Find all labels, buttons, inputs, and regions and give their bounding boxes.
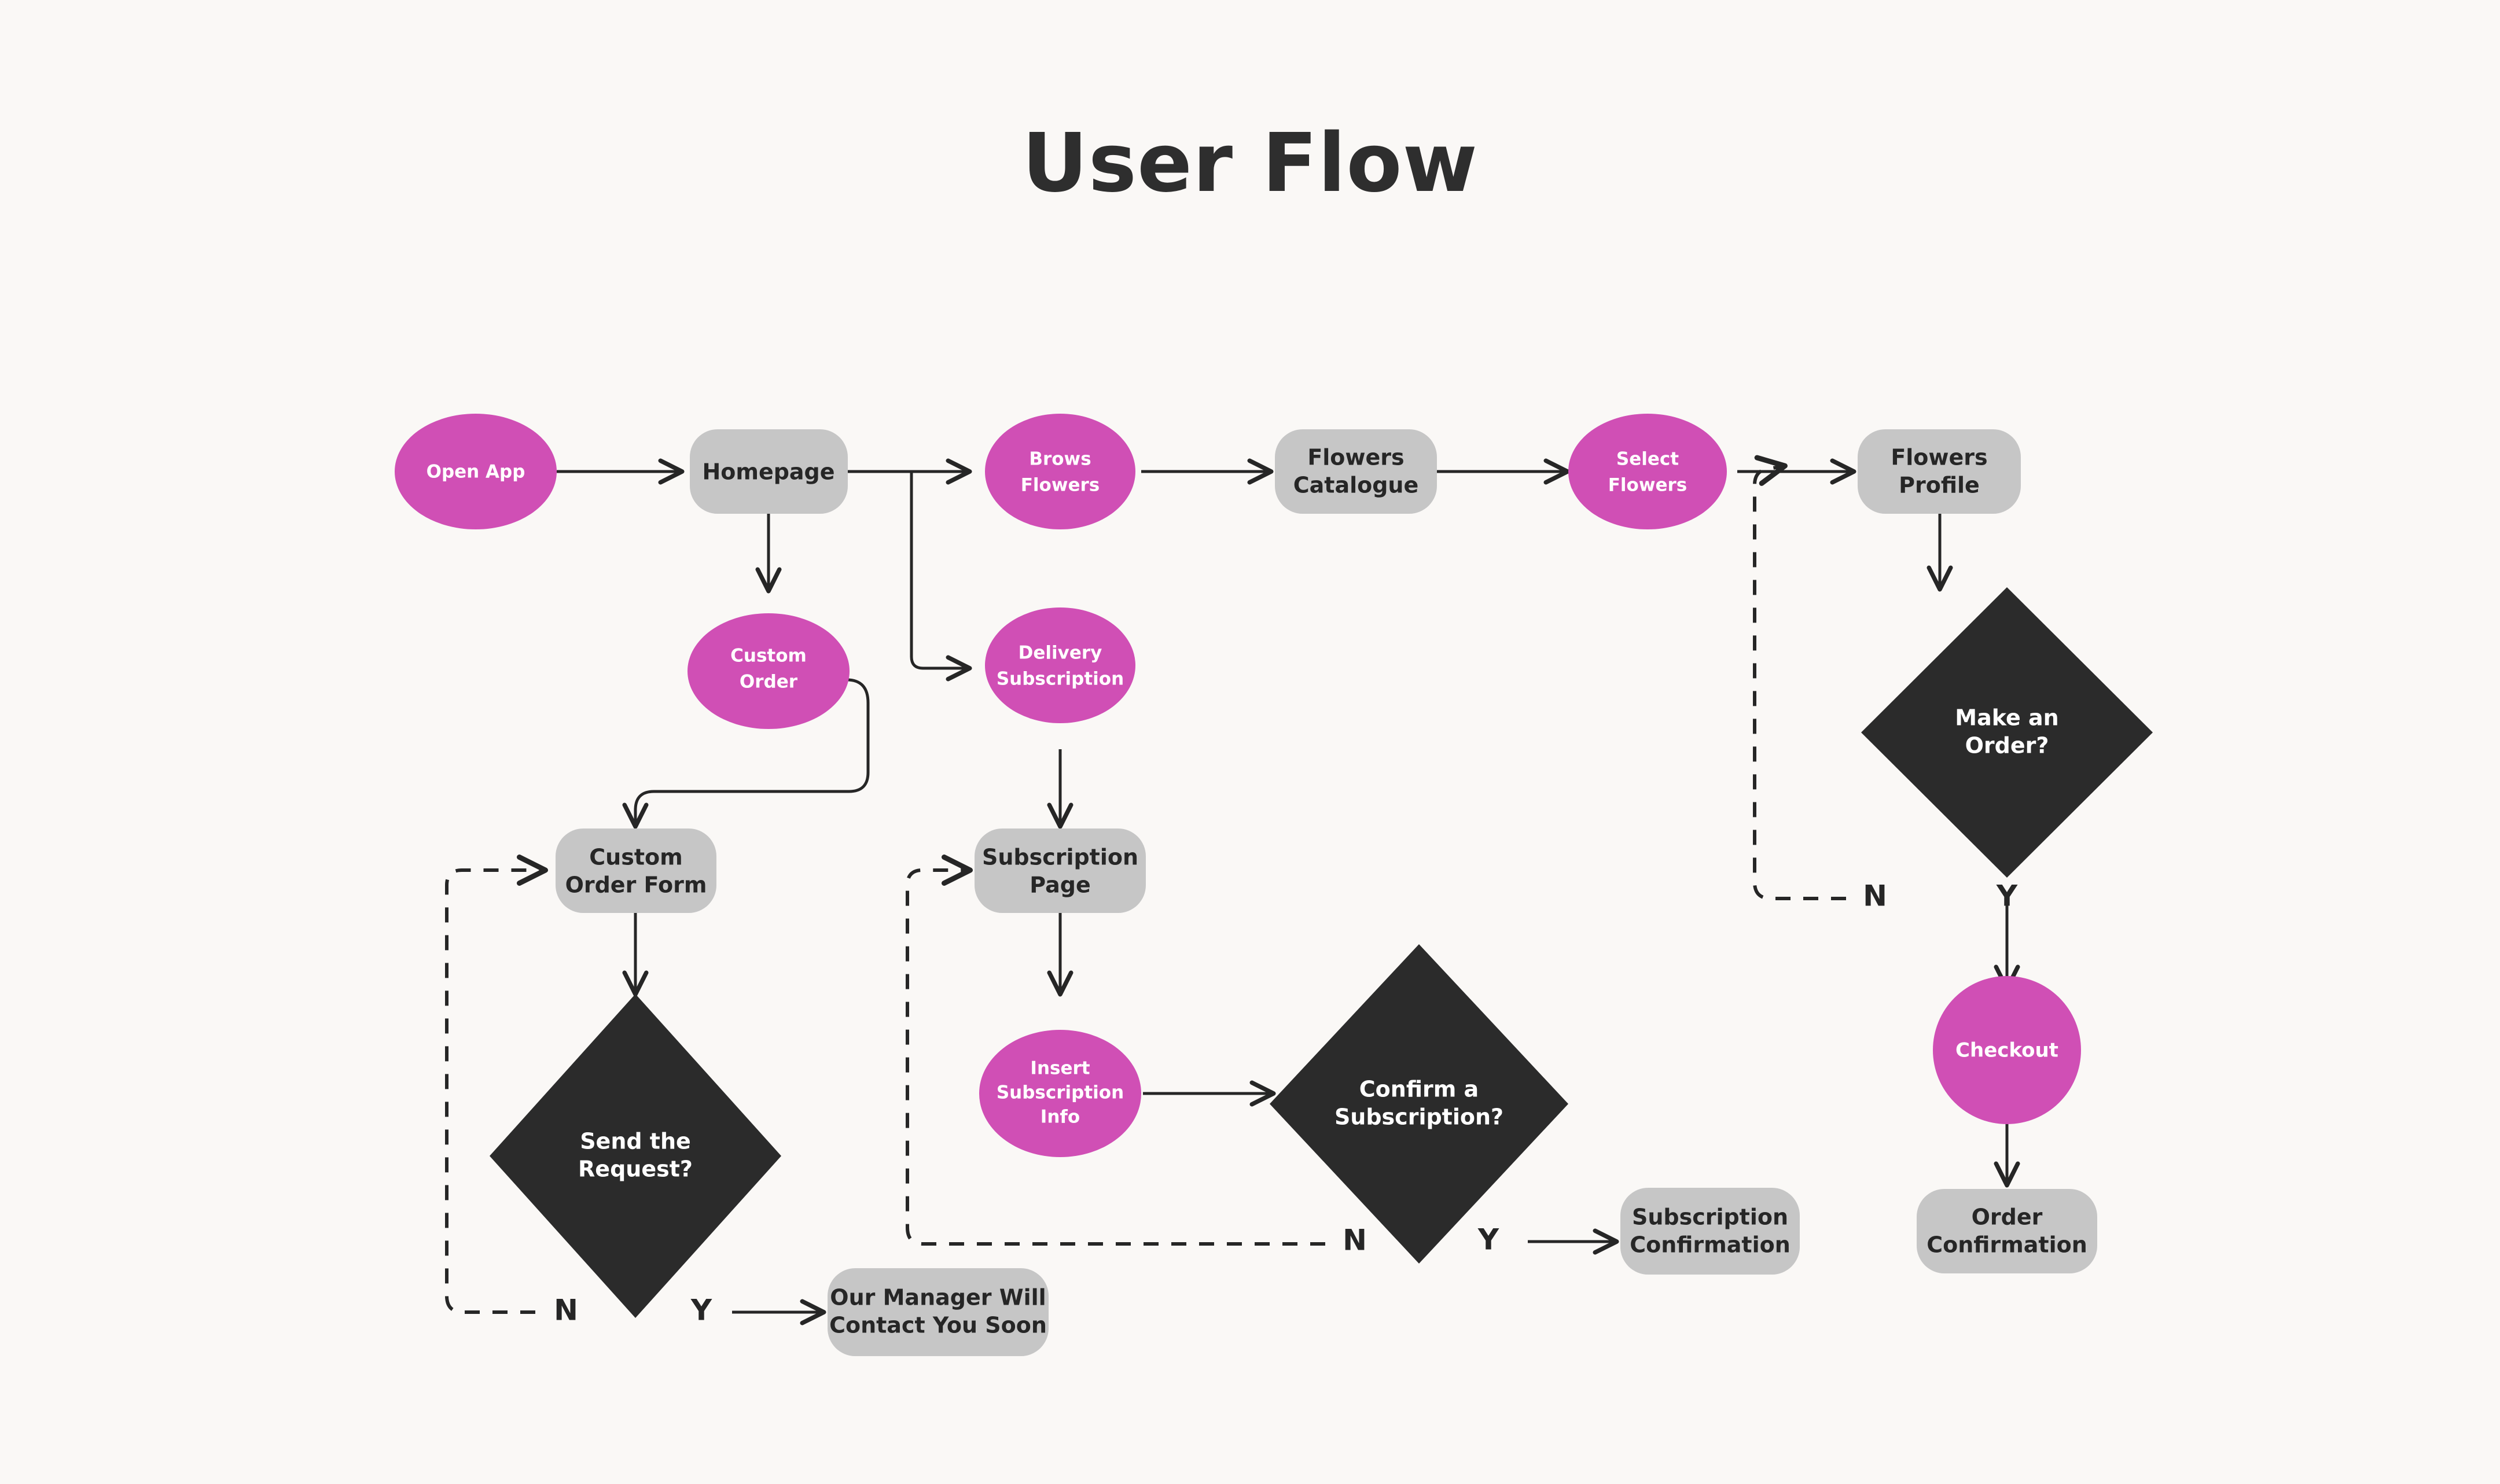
custom-order-form-shape[interactable] (556, 828, 716, 913)
edge-homepage-to-delivery-subscription (910, 472, 972, 682)
order-confirmation-label-line2: Confirmation (1927, 1232, 2087, 1258)
node-checkout[interactable]: Checkout (1933, 976, 2081, 1124)
node-flowers-catalogue[interactable]: Flowers Catalogue (1275, 429, 1437, 514)
confirm-a-subscription-label-line1: Confirm a (1359, 1077, 1479, 1102)
node-custom-order-form[interactable]: Custom Order Form (556, 828, 716, 913)
flowers-catalogue-label-line1: Flowers (1307, 445, 1404, 470)
custom-order-form-label-line1: Custom (589, 845, 682, 870)
flowers-profile-shape[interactable] (1858, 429, 2021, 514)
node-manager-contact[interactable]: Our Manager Will Contact You Soon (828, 1268, 1049, 1356)
node-flowers-profile[interactable]: Flowers Profile (1858, 429, 2021, 514)
send-the-request-shape[interactable] (490, 994, 781, 1318)
node-custom-order[interactable]: Custom Order (688, 613, 850, 729)
node-make-an-order[interactable]: Make an Order? (1861, 587, 2153, 878)
node-send-the-request[interactable]: Send the Request? (490, 994, 781, 1318)
order-confirmation-label-line1: Order (1972, 1205, 2043, 1230)
checkout-shape[interactable] (1933, 976, 2081, 1124)
brows-flowers-label-line2: Flowers (1021, 475, 1100, 496)
subscription-page-shape[interactable] (975, 828, 1146, 913)
node-order-confirmation[interactable]: Order Confirmation (1917, 1189, 2097, 1273)
open-app-shape[interactable] (395, 414, 557, 529)
make-an-order-shape[interactable] (1861, 587, 2153, 878)
checkout-label: Checkout (1955, 1039, 2058, 1062)
order-confirmation-shape[interactable] (1917, 1189, 2097, 1273)
node-brows-flowers[interactable]: Brows Flowers (985, 414, 1135, 529)
branch-label-make-an-order-no: N (1863, 879, 1887, 913)
node-insert-subscription-info[interactable]: Insert Subscription Info (979, 1030, 1141, 1157)
confirm-a-subscription-shape[interactable] (1270, 944, 1568, 1264)
custom-order-form-label-line2: Order Form (565, 872, 707, 898)
homepage-label: Homepage (702, 459, 834, 485)
subscription-confirmation-shape[interactable] (1620, 1188, 1800, 1275)
brows-flowers-shape[interactable] (985, 414, 1135, 529)
insert-subscription-info-shape[interactable] (979, 1030, 1141, 1157)
manager-contact-label-line1: Our Manager Will (830, 1285, 1046, 1310)
homepage-shape[interactable] (690, 429, 848, 514)
send-the-request-label-line2: Request? (578, 1157, 693, 1182)
select-flowers-label-line2: Flowers (1608, 475, 1688, 496)
node-open-app[interactable]: Open App (395, 414, 557, 529)
select-flowers-shape[interactable] (1568, 414, 1727, 529)
manager-contact-shape[interactable] (828, 1268, 1049, 1356)
open-app-label: Open App (427, 462, 525, 483)
node-confirm-a-subscription[interactable]: Confirm a Subscription? (1270, 944, 1568, 1264)
make-an-order-label-line2: Order? (1965, 733, 2049, 758)
subscription-confirmation-label-line2: Confirmation (1630, 1232, 1791, 1258)
brows-flowers-label-line1: Brows (1029, 449, 1091, 470)
insert-subscription-info-label-line1: Insert (1030, 1058, 1090, 1079)
branch-label-make-an-order-yes: Y (1996, 879, 2018, 913)
node-subscription-page[interactable]: Subscription Page (975, 828, 1146, 913)
delivery-subscription-label-line1: Delivery (1019, 643, 1102, 664)
subscription-page-label-line2: Page (1030, 872, 1090, 898)
insert-subscription-info-label-line3: Info (1041, 1107, 1080, 1128)
branch-label-send-the-request-yes: Y (690, 1294, 712, 1327)
edge-confirm-a-subscription-no-to-subscription-page (906, 855, 1325, 1246)
subscription-confirmation-label-line1: Subscription (1632, 1205, 1788, 1230)
manager-contact-label-line2: Contact You Soon (829, 1313, 1047, 1338)
node-subscription-confirmation[interactable]: Subscription Confirmation (1620, 1188, 1800, 1275)
subscription-page-label-line1: Subscription (982, 845, 1138, 870)
branch-label-confirm-a-subscription-yes: Y (1477, 1223, 1499, 1257)
flowers-catalogue-shape[interactable] (1275, 429, 1437, 514)
branch-label-layer: N Y N Y N Y (554, 879, 2018, 1327)
custom-order-label-line2: Order (740, 672, 798, 693)
branch-label-send-the-request-no: N (554, 1294, 578, 1327)
flowers-profile-label-line2: Profile (1899, 473, 1980, 498)
delivery-subscription-label-line2: Subscription (997, 669, 1124, 690)
custom-order-label-line1: Custom (730, 646, 807, 666)
flowers-catalogue-label-line2: Catalogue (1293, 473, 1419, 498)
node-select-flowers[interactable]: Select Flowers (1568, 414, 1727, 529)
make-an-order-label-line1: Make an (1955, 705, 2058, 731)
branch-label-confirm-a-subscription-no: N (1343, 1224, 1367, 1257)
custom-order-shape[interactable] (688, 613, 850, 729)
confirm-a-subscription-label-line2: Subscription? (1334, 1104, 1503, 1130)
page-title: User Flow (1022, 116, 1478, 211)
node-homepage[interactable]: Homepage (690, 429, 848, 514)
flowers-profile-label-line1: Flowers (1891, 445, 1987, 470)
edge-layer (445, 455, 2020, 1325)
delivery-subscription-shape[interactable] (985, 607, 1135, 723)
send-the-request-label-line1: Send the (580, 1129, 691, 1154)
select-flowers-label-line1: Select (1616, 449, 1679, 470)
node-delivery-subscription[interactable]: Delivery Subscription (985, 607, 1135, 723)
edge-custom-order-to-custom-order-form (622, 678, 870, 829)
edge-send-the-request-no-to-custom-order-form (445, 855, 548, 1314)
edge-make-an-order-no-to-select-flowers (1753, 455, 1846, 900)
insert-subscription-info-label-line2: Subscription (997, 1082, 1124, 1103)
